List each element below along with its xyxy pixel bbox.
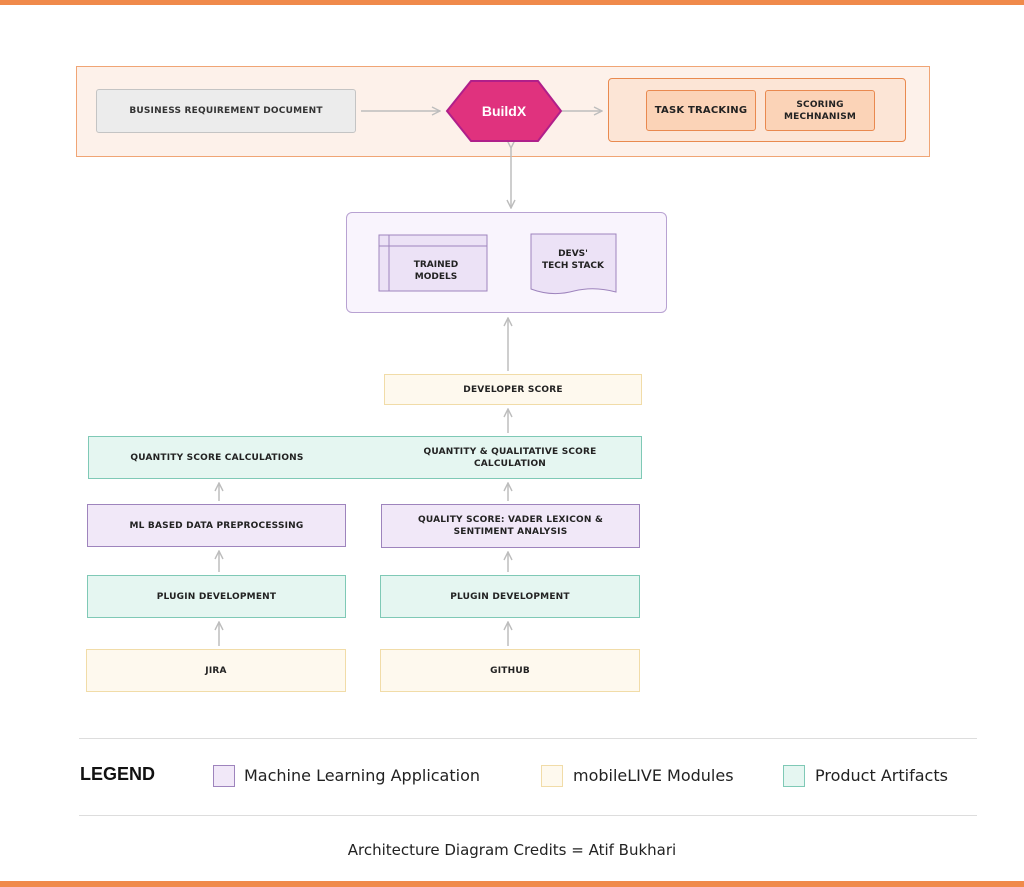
stack-label-line1: DEVS' bbox=[558, 249, 588, 259]
github-box: GITHUB bbox=[380, 649, 640, 692]
scoring-mechanism-box: SCORING MECHNANISM bbox=[765, 90, 875, 131]
task-tracking-label: TASK TRACKING bbox=[654, 104, 748, 116]
task-tracking-box: TASK TRACKING bbox=[646, 90, 756, 131]
quantity-score-label: QUANTITY SCORE CALCULATIONS bbox=[130, 452, 304, 463]
plugin-development-right-box: PLUGIN DEVELOPMENT bbox=[380, 575, 640, 618]
bottom-accent-bar bbox=[0, 881, 1024, 887]
scoring-label-line1: SCORING bbox=[796, 99, 844, 110]
score-calculation-band bbox=[88, 436, 642, 479]
developer-score-box: DEVELOPER SCORE bbox=[384, 374, 642, 405]
legend-label-artifacts: Product Artifacts bbox=[815, 766, 948, 785]
legend-swatch-modules bbox=[541, 765, 563, 787]
legend-divider-bottom bbox=[79, 815, 977, 816]
scoring-label-line2: MECHNANISM bbox=[783, 111, 857, 122]
stack-label-line2: TECH STACK bbox=[542, 261, 605, 271]
ml-preprocessing-label: ML BASED DATA PREPROCESSING bbox=[129, 520, 304, 531]
jira-label: JIRA bbox=[205, 665, 227, 676]
plugin-development-left-label: PLUGIN DEVELOPMENT bbox=[156, 591, 277, 602]
qualitative-score-label-wrap: QUANTITY & QUALITATIVE SCORE CALCULATION bbox=[380, 436, 640, 479]
ml-preprocessing-box: ML BASED DATA PREPROCESSING bbox=[87, 504, 346, 547]
business-requirement-label: BUSINESS REQUIREMENT DOCUMENT bbox=[129, 106, 323, 116]
buildx-label: BuildX bbox=[482, 103, 527, 119]
buildx-hexagon: BuildX bbox=[445, 80, 563, 142]
trained-label-line1: TRAINED bbox=[414, 260, 459, 270]
plugin-development-right-label: PLUGIN DEVELOPMENT bbox=[450, 591, 570, 602]
trained-label-line2: MODELS bbox=[415, 272, 457, 282]
tech-stack-document: DEVS' TECH STACK bbox=[530, 233, 617, 295]
developer-score-label: DEVELOPER SCORE bbox=[463, 384, 563, 395]
legend-divider-top bbox=[79, 738, 977, 739]
quality-score-box: QUALITY SCORE: VADER LEXICON & SENTIMENT… bbox=[381, 504, 640, 548]
jira-box: JIRA bbox=[86, 649, 346, 692]
credits-text: Architecture Diagram Credits = Atif Bukh… bbox=[347, 841, 677, 859]
qualitative-label-line1: QUANTITY & QUALITATIVE SCORE bbox=[423, 446, 597, 457]
legend-label-ml: Machine Learning Application bbox=[244, 766, 481, 785]
trained-models-table: TRAINED MODELS bbox=[378, 234, 488, 292]
legend-label-modules: mobileLIVE Modules bbox=[573, 766, 734, 785]
quality-label-line2: SENTIMENT ANALYSIS bbox=[453, 527, 568, 537]
quality-label-line1: QUALITY SCORE: VADER LEXICON & bbox=[417, 515, 603, 525]
quantity-score-label-wrap: QUANTITY SCORE CALCULATIONS bbox=[100, 436, 334, 479]
legend-swatch-artifacts bbox=[783, 765, 805, 787]
top-accent-bar bbox=[0, 0, 1024, 5]
legend-swatch-ml bbox=[213, 765, 235, 787]
business-requirement-document-box: BUSINESS REQUIREMENT DOCUMENT bbox=[96, 89, 356, 133]
github-label: GITHUB bbox=[490, 665, 530, 676]
qualitative-label-line2: CALCULATION bbox=[473, 458, 547, 469]
plugin-development-left-box: PLUGIN DEVELOPMENT bbox=[87, 575, 346, 618]
legend-title: LEGEND bbox=[80, 764, 156, 784]
